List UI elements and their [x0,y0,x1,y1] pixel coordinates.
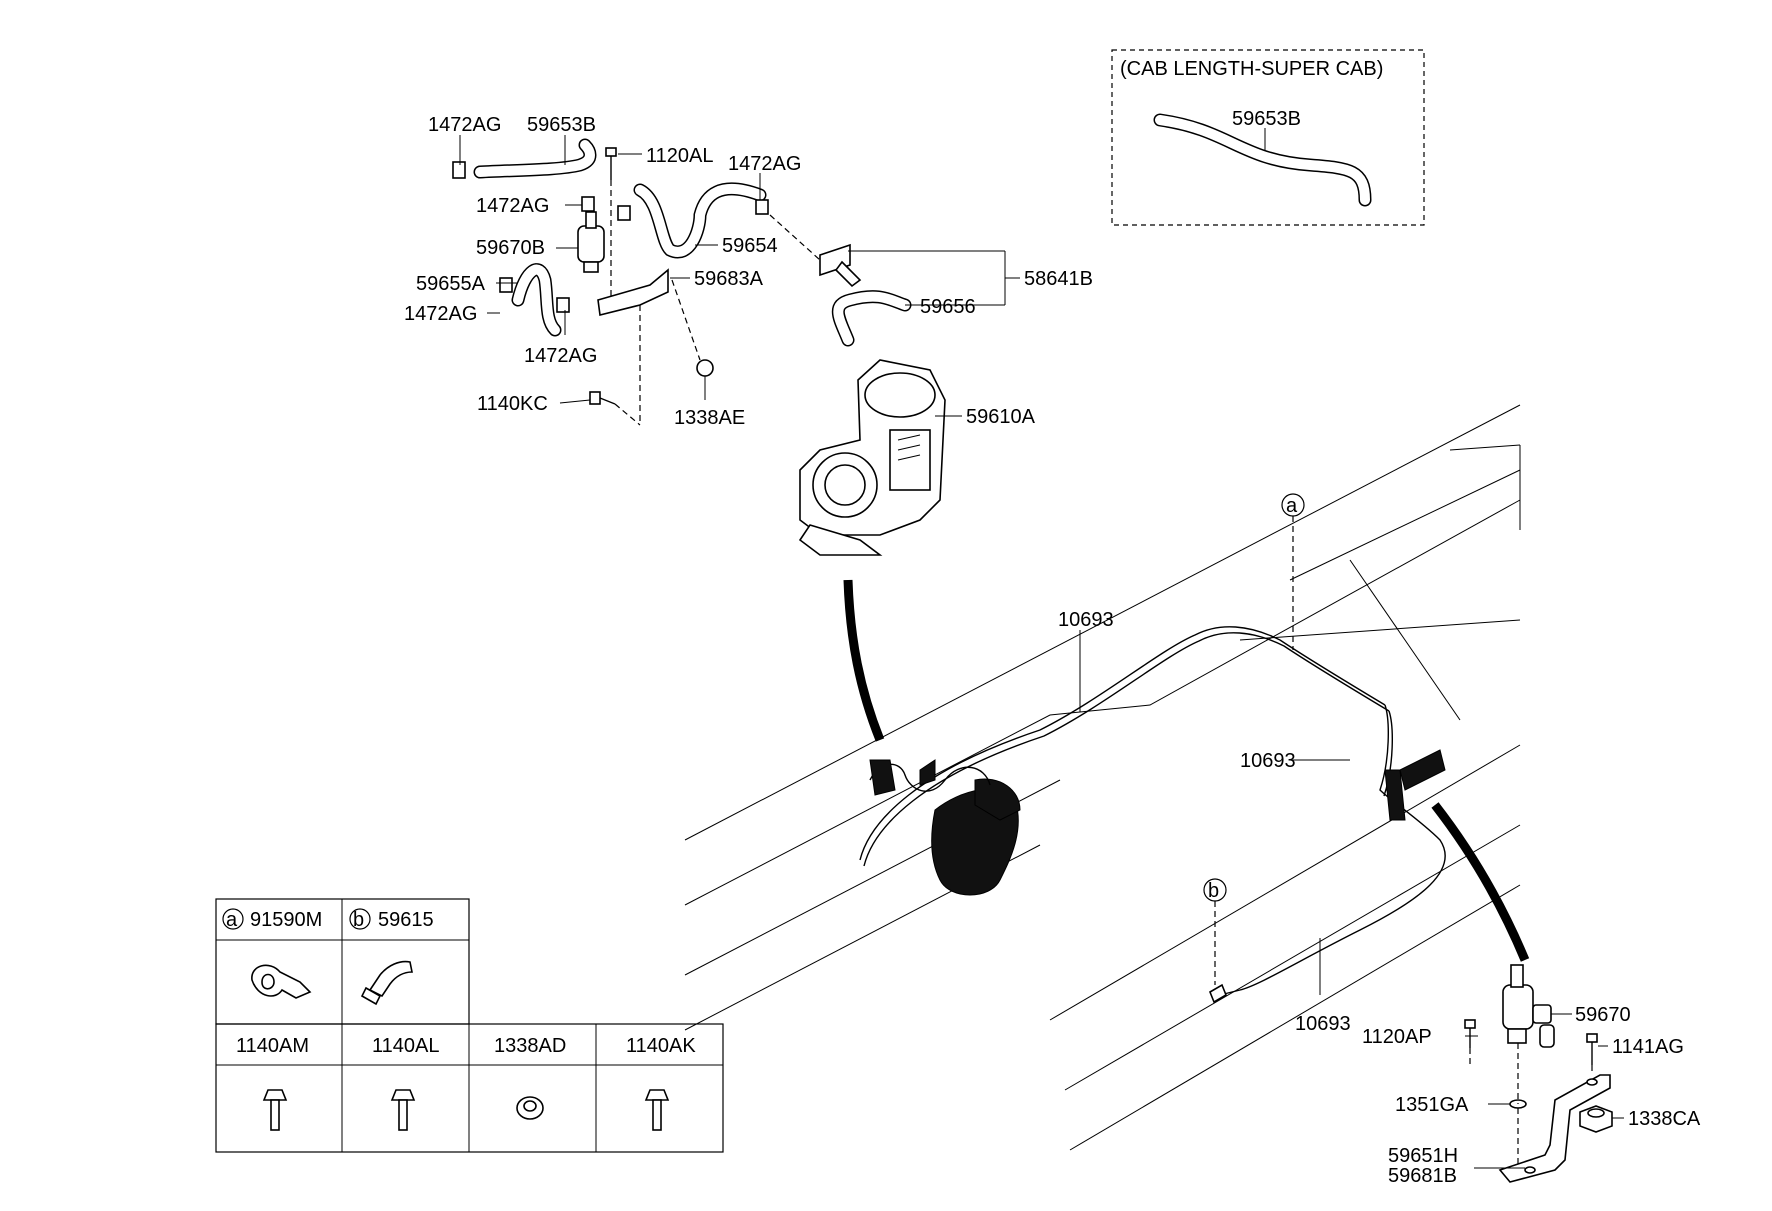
mounted-canister-icon [869,759,1021,896]
label-59651h: 59651H [1388,1145,1458,1167]
bolt-icon [605,147,617,180]
bolt-icon [1464,1019,1476,1048]
svg-text:b: b [1208,880,1219,902]
clamp-icon [617,205,631,221]
bolt-icon [262,1089,288,1131]
legend-part-1338ad: 1338AD [494,1035,566,1057]
label-1120ap: 1120AP [1362,1026,1432,1048]
inset-title: (CAB LENGTH-SUPER CAB) [1120,58,1383,80]
nut-icon [696,359,714,377]
svg-text:a: a [1286,495,1298,517]
label-10693: 10693 [1295,1013,1351,1035]
lower-right-assembly [1464,964,1613,1183]
label-1351ga: 1351GA [1395,1094,1469,1116]
inset-part-label: 59653B [1232,108,1301,130]
connector-bracket-icon [819,243,862,288]
legend-part-1140ak: 1140AK [626,1035,696,1057]
legend-a-header: a 91590M [222,908,322,931]
label-10693: 10693 [1240,750,1296,772]
label-59654: 59654 [722,235,778,257]
label-1472ag: 1472AG [404,303,477,325]
clamp-icon [581,196,595,212]
mounting-bracket-icon [1498,1074,1611,1183]
label-1141ag: 1141AG [1612,1036,1684,1058]
label-58641b: 58641B [1024,268,1093,290]
throttle-body-icon [798,359,946,556]
legend-part-59615: 59615 [378,909,434,931]
clip-icon [251,964,312,999]
clamp-icon [755,199,769,215]
inset-super-cab: (CAB LENGTH-SUPER CAB) 59653B [1111,49,1425,226]
pointer-arrow-icon [1431,802,1530,962]
bolt-icon [644,1089,670,1131]
svg-text:b: b [353,909,364,931]
legend-table: a 91590M b 59615 1140AM 1140AL 1338AD 11… [215,898,724,1153]
label-59653b: 59653B [527,114,596,136]
inset-hose [1153,113,1372,207]
upper-assembly [452,138,946,556]
label-10693: 10693 [1058,609,1114,631]
bolt-icon [1586,1033,1598,1065]
bolt-icon [589,391,616,405]
callout-a: a [1281,493,1305,650]
legend-part-1140al: 1140AL [372,1035,439,1057]
callout-b: b [1203,878,1227,1004]
label-1472ag: 1472AG [728,153,801,175]
label-59670b: 59670B [476,237,545,259]
bolt-icon [390,1089,416,1131]
label-59656: 59656 [920,296,976,318]
label-59681b: 59681B [1388,1165,1457,1187]
label-1338ae: 1338AE [674,407,745,429]
legend-b-header: b 59615 [349,908,434,931]
mounted-valve-icon [1384,749,1446,821]
pointer-arrow-icon [843,579,885,742]
label-1472ag: 1472AG [428,114,501,136]
solenoid-valve-icon [1502,964,1555,1048]
fitting-icon [360,960,413,1006]
label-1338ca: 1338CA [1628,1108,1701,1130]
label-59683a: 59683A [694,268,764,290]
label-1140kc: 1140KC [477,393,548,415]
label-1472ag: 1472AG [524,345,597,367]
label-59655a: 59655A [416,273,486,295]
upper-leaders [459,135,1020,417]
label-59670: 59670 [1575,1004,1631,1026]
nut-icon [1579,1105,1613,1133]
label-1120al: 1120AL [646,145,713,167]
legend-part-1140am: 1140AM [236,1035,309,1057]
nut-icon [516,1096,544,1120]
label-59610a: 59610A [966,406,1036,428]
legend-part-91590m: 91590M [250,909,322,931]
bracket-icon [597,268,669,316]
clamp-icon [556,297,570,313]
solenoid-valve-icon [577,211,605,273]
clamp-icon [499,277,513,293]
label-1472ag: 1472AG [476,195,549,217]
svg-text:a: a [226,909,238,931]
clamp-icon [452,161,466,179]
